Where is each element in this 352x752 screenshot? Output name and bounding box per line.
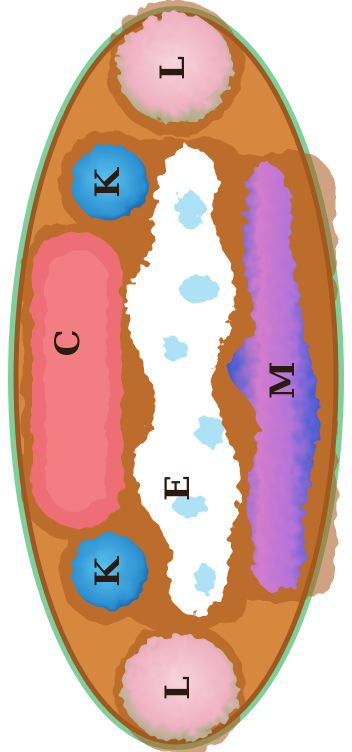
organelle-C: C: [32, 232, 122, 527]
organelle-L-top: L: [117, 13, 233, 123]
organelle-K-bottom: K: [72, 534, 148, 610]
label-L-bottom: L: [158, 676, 198, 700]
label-L-top: L: [153, 56, 193, 80]
label-E: E: [158, 475, 198, 501]
label-M: M: [263, 361, 303, 399]
label-K-top: K: [88, 167, 128, 198]
label-K-bottom: K: [88, 556, 128, 587]
organelle-L-bottom: L: [122, 634, 238, 742]
label-C: C: [48, 329, 88, 356]
organelle-K-top: K: [72, 145, 148, 221]
